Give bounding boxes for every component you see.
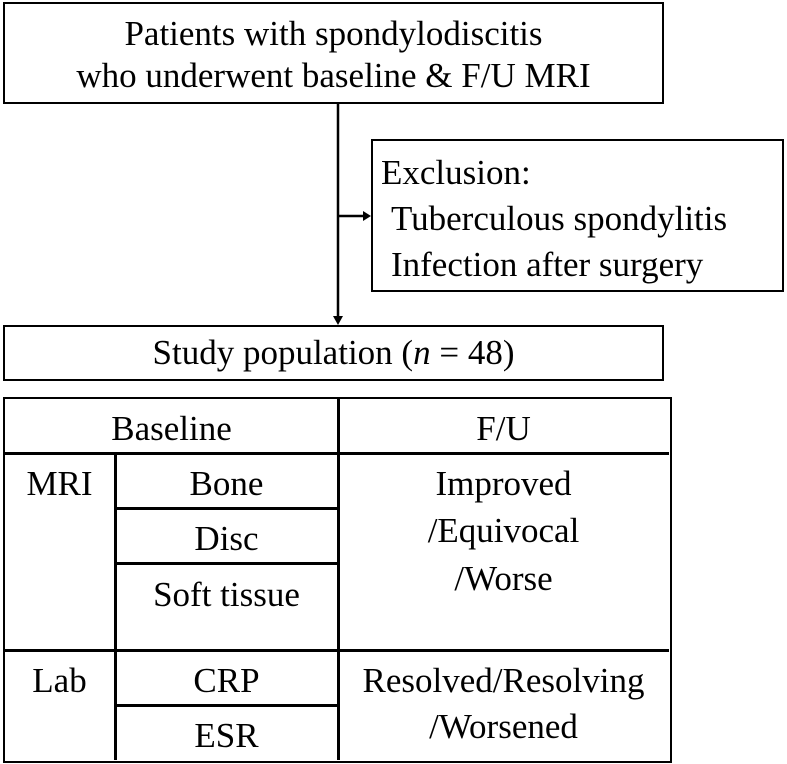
patients-box: Patients with spondylodiscitis who under… [3, 2, 664, 104]
lab-outcome-line: /Worsened [429, 707, 578, 746]
section-divider [5, 649, 669, 652]
patients-line-1: Patients with spondylodiscitis [124, 14, 543, 53]
exclusion-title: Exclusion: [381, 153, 531, 192]
exclusion-item: Infection after surgery [391, 245, 704, 284]
lab-label: Lab [32, 661, 87, 700]
mri-item-soft-tissue: Soft tissue [153, 575, 300, 614]
exclusion-branch-arrowhead [363, 211, 371, 221]
population-n-symbol: n [413, 333, 431, 372]
lab-outcome-line: Resolved/Resolving [362, 661, 645, 700]
row-divider [115, 704, 338, 707]
lab-item-esr: ESR [194, 716, 259, 755]
patients-line-2: who underwent baseline & F/U MRI [76, 56, 591, 95]
header-baseline: Baseline [111, 409, 232, 448]
study-population-text: Study population (n = 48) [5, 333, 662, 373]
mri-item-bone: Bone [189, 464, 264, 503]
header-followup: F/U [476, 409, 531, 448]
exclusion-box: Exclusion: Tuberculous spondylitis Infec… [371, 139, 784, 292]
population-prefix: Study population ( [152, 333, 414, 372]
row-divider [115, 562, 338, 565]
column-divider [337, 399, 340, 760]
mri-outcome-line: Improved [435, 464, 572, 503]
mri-outcome-line: /Equivocal [427, 511, 580, 550]
exclusion-item: Tuberculous spondylitis [391, 199, 728, 238]
row-divider [115, 507, 338, 510]
mri-outcome-line: /Worse [454, 559, 553, 598]
header-divider [5, 452, 669, 455]
study-table: Baseline F/U MRI Bone Disc Soft tissue I… [3, 397, 672, 763]
study-population-box: Study population (n = 48) [3, 325, 664, 381]
population-suffix: = 48) [430, 333, 515, 372]
mri-label: MRI [26, 464, 93, 503]
main-flow-arrowhead [333, 316, 343, 325]
lab-item-crp: CRP [193, 661, 260, 700]
subcolumn-divider [114, 453, 117, 760]
mri-item-disc: Disc [194, 519, 259, 558]
